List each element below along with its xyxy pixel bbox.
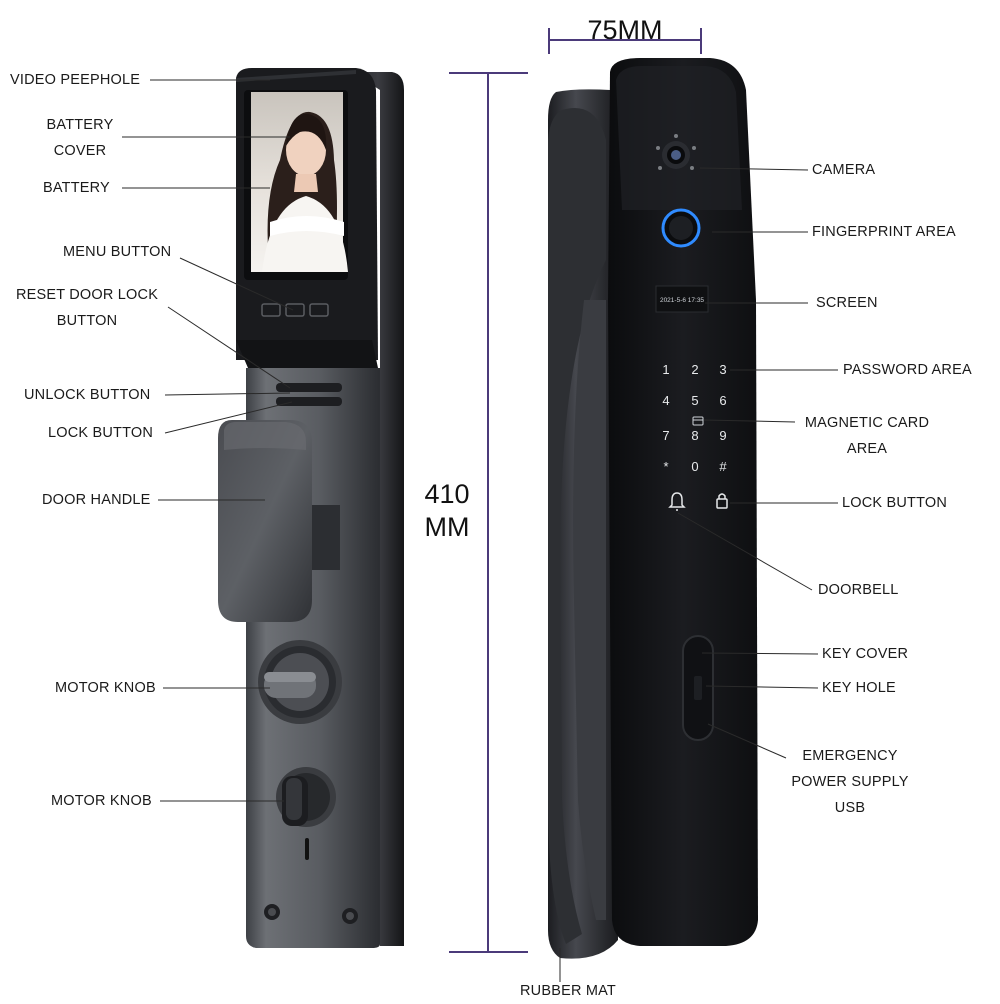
- label-key-hole: KEY HOLE: [822, 680, 896, 696]
- label-motor-knob-2: MOTOR KNOB: [51, 793, 152, 809]
- label-reset-door-lock-button: RESET DOOR LOCK BUTTON: [8, 282, 166, 334]
- keypad-key-3: 3: [719, 362, 726, 377]
- keypad-key-9: 9: [719, 428, 726, 443]
- label-doorbell: DOORBELL: [818, 582, 899, 598]
- screen-time-text: 2021-5-6 17:35: [660, 297, 704, 304]
- label-magnetic-line1: MAGNETIC CARD: [804, 415, 930, 431]
- label-battery-cover: BATTERY COVER: [38, 112, 122, 164]
- height-dimension-label: 410 MM: [408, 478, 486, 544]
- label-door-handle: DOOR HANDLE: [42, 492, 151, 508]
- label-battery-cover-line1: BATTERY: [46, 117, 114, 133]
- height-unit: MM: [424, 512, 470, 542]
- keypad-key-7: 7: [662, 428, 669, 443]
- small-screen-shape: 2021-5-6 17:35: [655, 285, 709, 313]
- keypad-key-2: 2: [691, 362, 698, 377]
- keypad-key-5: 5: [691, 393, 698, 408]
- label-camera: CAMERA: [812, 162, 876, 178]
- width-dimension-label: 75MM: [587, 15, 663, 45]
- label-video-peephole: VIDEO PEEPHOLE: [10, 72, 141, 88]
- label-lock-button-left: LOCK BUTTON: [48, 425, 154, 441]
- label-menu-button: MENU BUTTON: [63, 244, 172, 260]
- label-battery-cover-line2: COVER: [53, 143, 107, 159]
- label-motor-knob-1: MOTOR KNOB: [55, 680, 156, 696]
- label-password-area: PASSWORD AREA: [843, 362, 972, 378]
- fingerprint-sensor-shape: [661, 208, 701, 248]
- label-screen: SCREEN: [816, 295, 878, 311]
- lock-button-shape: [276, 397, 342, 406]
- label-emergency-line2: POWER SUPPLY: [791, 774, 909, 790]
- label-rubber-mat: RUBBER MAT: [520, 983, 616, 999]
- label-emergency-power-supply-usb: EMERGENCY POWER SUPPLY USB: [780, 743, 920, 821]
- label-unlock-button: UNLOCK BUTTON: [24, 387, 151, 403]
- dimension-lines: [449, 28, 702, 953]
- label-key-cover: KEY COVER: [822, 646, 909, 662]
- label-lock-button-right: LOCK BUTTON: [842, 495, 948, 511]
- unlock-button-shape: [276, 383, 342, 392]
- outside-unit: 2021-5-6 17:35 1 2 3 4 5 6 7 8 9 * 0 #: [548, 58, 758, 959]
- key-cover-shape: [682, 635, 714, 741]
- motor-knob-1-shape: [258, 640, 342, 724]
- leader-lines: [122, 79, 838, 982]
- label-fingerprint-area: FINGERPRINT AREA: [812, 224, 956, 240]
- label-emergency-line1: EMERGENCY: [802, 748, 898, 764]
- keypad-key-4: 4: [662, 393, 669, 408]
- label-magnetic-line2: AREA: [846, 441, 888, 457]
- label-reset-line2: BUTTON: [56, 313, 118, 329]
- motor-knob-2-shape: [276, 767, 336, 827]
- card-icon: [692, 416, 704, 426]
- keypad-key-6: 6: [719, 393, 726, 408]
- inside-unit: [218, 68, 404, 948]
- keypad: 1 2 3 4 5 6 7 8 9 * 0 #: [662, 362, 727, 474]
- camera-shape: [656, 134, 696, 170]
- lock-icon: [716, 493, 728, 509]
- keypad-key-star: *: [663, 459, 668, 474]
- keypad-key-0: 0: [691, 459, 698, 474]
- portrait-image: [262, 111, 348, 272]
- reset-button-icon: [285, 303, 305, 317]
- extra-button-icon: [309, 303, 329, 317]
- keypad-key-8: 8: [691, 428, 698, 443]
- label-reset-line1: RESET DOOR LOCK: [15, 287, 159, 303]
- keypad-key-hash: #: [719, 459, 727, 474]
- menu-button-icon: [261, 303, 281, 317]
- keypad-key-1: 1: [662, 362, 669, 377]
- label-magnetic-card-area: MAGNETIC CARD AREA: [798, 410, 936, 462]
- door-handle-shape: [218, 420, 340, 622]
- label-battery: BATTERY: [43, 180, 110, 196]
- bell-icon: [668, 492, 686, 511]
- height-value: 410: [424, 479, 470, 509]
- label-emergency-line3: USB: [834, 800, 866, 816]
